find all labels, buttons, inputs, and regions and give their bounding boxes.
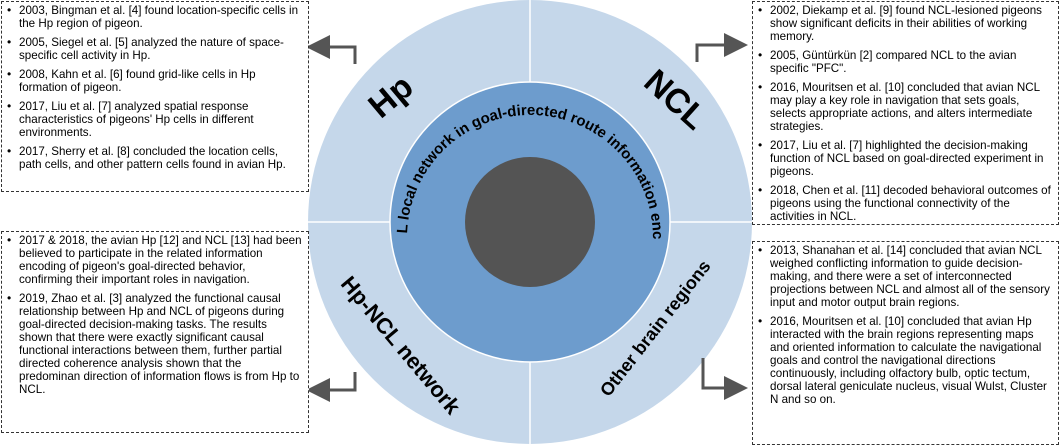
hp-finding-item: 2017, Liu et al. [7] analyzed spatial re… [7,100,302,139]
other-finding-item: 2013, Shanahan et al. [14] concluded tha… [758,244,1052,309]
hp-finding-item: 2005, Siegel et al. [5] analyzed the nat… [7,36,302,62]
ncl-finding-item: 2017, Liu et al. [7] highlighted the dec… [758,139,1052,178]
ncl-finding-item: 2018, Chen et al. [11] decoded behaviora… [758,184,1052,223]
arrow-ncl [695,33,748,62]
ncl-findings-box: 2002, Diekamp et al. [9] found NCL-lesio… [752,1,1059,225]
arrow-hp [306,35,357,64]
arrow-hp-ncl-network [306,372,357,402]
ncl-finding-item: 2016, Mouritsen et al. [10] concluded th… [758,81,1052,133]
other-regions-findings-box: 2013, Shanahan et al. [14] concluded tha… [752,241,1059,445]
arrow-other-brain-regions [701,358,748,400]
network-finding-item: 2019, Zhao et al. [3] analyzed the funct… [7,292,302,396]
hp-findings-box: 2003, Bingman et al. [4] found location-… [1,1,309,192]
hp-finding-item: 2003, Bingman et al. [4] found location-… [7,4,302,30]
ncl-findings-list: 2002, Diekamp et al. [9] found NCL-lesio… [757,4,1052,223]
network-findings-list: 2017 & 2018, the avian Hp [12] and NCL [… [6,234,302,396]
hp-finding-item: 2008, Kahn et al. [6] found grid-like ce… [7,68,302,94]
ncl-finding-item: 2002, Diekamp et al. [9] found NCL-lesio… [758,4,1052,43]
ncl-finding-item: 2005, Güntürkün [2] compared NCL to the … [758,49,1052,75]
hp-finding-item: 2017, Sherry et al. [8] concluded the lo… [7,145,302,171]
hp-findings-list: 2003, Bingman et al. [4] found location-… [6,4,302,171]
other-findings-list: 2013, Shanahan et al. [14] concluded tha… [757,244,1052,406]
network-finding-item: 2017 & 2018, the avian Hp [12] and NCL [… [7,234,302,286]
hp-ncl-network-findings-box: 2017 & 2018, the avian Hp [12] and NCL [… [1,231,309,433]
other-finding-item: 2016, Mouritsen et al. [10] concluded th… [758,315,1052,406]
core-circle [465,157,595,287]
